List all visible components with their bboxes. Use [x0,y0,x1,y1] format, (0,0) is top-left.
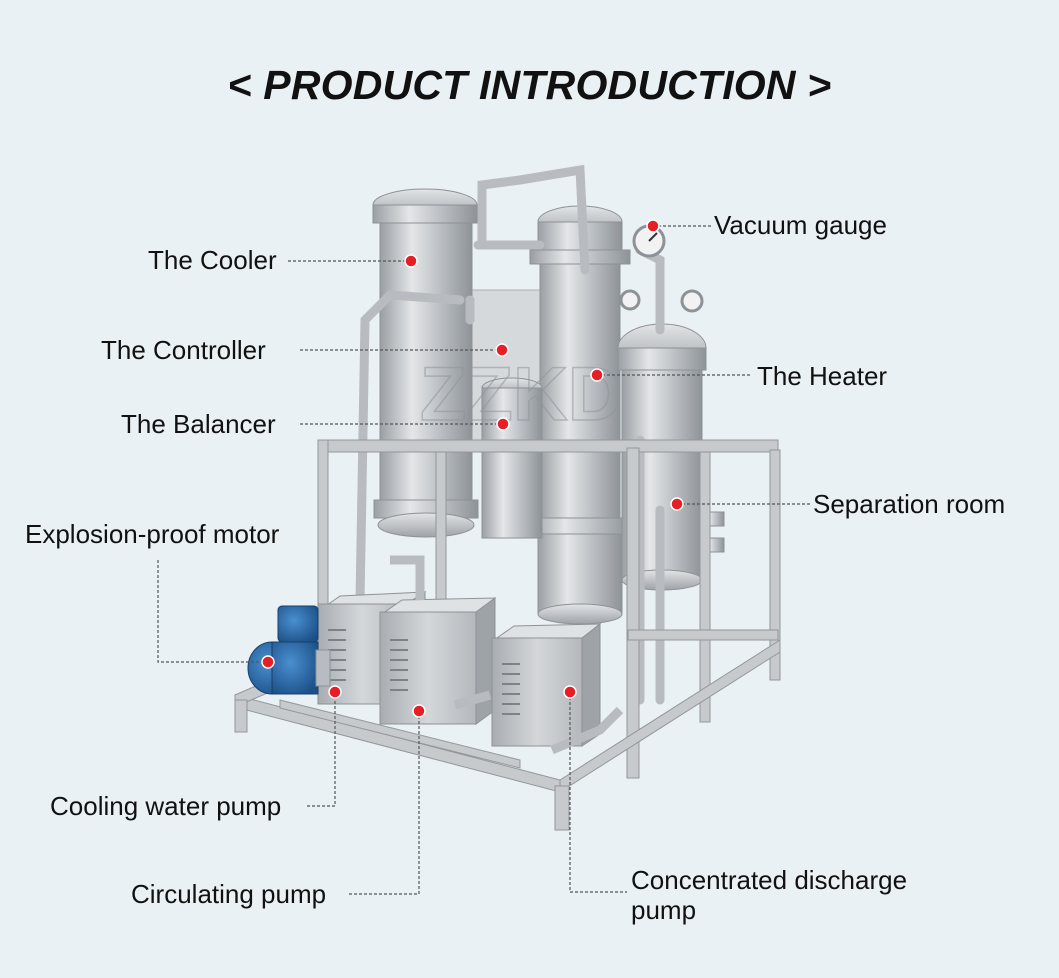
discharge-piping [390,555,624,755]
marker-cooling-water-pump [328,685,342,699]
marker-vacuum-gauge [646,219,660,233]
balancer-tank [481,377,543,539]
label-controller: The Controller [101,335,266,365]
watermark: ZZKD [420,352,623,437]
label-vacuum-gauge: Vacuum gauge [714,210,887,240]
label-cooler: The Cooler [148,245,277,275]
marker-balancer [496,417,510,431]
label-explosion-proof-motor: Explosion-proof motor [25,519,280,549]
pump-box-2 [379,597,497,725]
marker-motor [261,655,275,669]
label-circulating-pump: Circulating pump [131,879,327,909]
label-discharge-line2: pump [631,895,697,925]
label-cooling-water-pump: Cooling water pump [50,791,282,821]
label-concentrated-discharge-pump: Concentrated discharge pump [631,865,907,925]
label-heater: The Heater [757,361,888,391]
label-separation-room: Separation room [813,489,1006,519]
heater-column [529,205,631,625]
marker-dots [261,219,684,718]
cooler-tank [372,188,479,538]
marker-heater [590,368,604,382]
leader-lines [157,225,812,895]
marker-cooler [404,254,418,268]
marker-separation-room [670,497,684,511]
marker-discharge-pump [563,685,577,699]
explosion-proof-motor [247,605,331,695]
vacuum-gauge-dial [619,224,704,313]
label-balancer: The Balancer [121,409,276,439]
pump-vents [328,629,520,715]
label-discharge-line1: Concentrated discharge [631,865,908,895]
upper-frame [317,439,781,779]
pipework [355,164,665,705]
page-title: < PRODUCT INTRODUCTION > [227,62,832,108]
marker-controller [495,343,509,357]
marker-circulating-pump [412,704,426,718]
